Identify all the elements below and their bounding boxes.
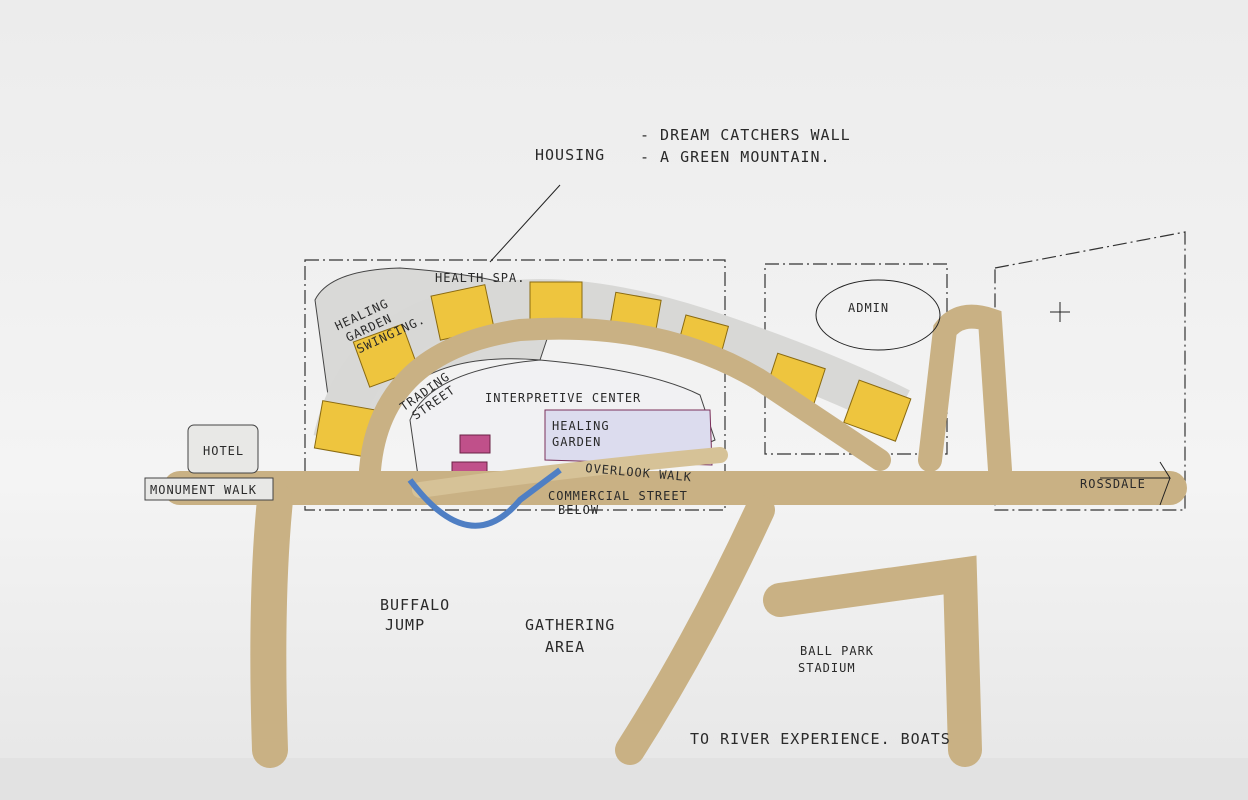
arrow-icon	[1100, 461, 1171, 506]
label-gathering-area: AREA	[545, 638, 585, 656]
floor	[0, 758, 1248, 800]
label-green-mountain: - A GREEN MOUNTAIN.	[640, 148, 831, 166]
label-healing-garden: GARDEN	[552, 435, 601, 449]
label-buffalo-jump: BUFFALO	[380, 596, 450, 614]
leader-line	[489, 184, 561, 263]
hotel-block	[187, 424, 259, 474]
label-housing: HOUSING	[535, 146, 605, 164]
pink-block	[459, 434, 491, 454]
label-gathering-area: GATHERING	[525, 616, 615, 634]
label-interpretive-center: INTERPRETIVE CENTER	[485, 391, 641, 405]
label-rossdale: ROSSDALE	[1080, 477, 1146, 491]
label-river: TO RIVER EXPERIENCE. BOATS	[690, 730, 951, 748]
admin-outline	[815, 279, 941, 351]
label-commercial-street: COMMERCIAL STREET	[548, 489, 688, 503]
label-ballpark: STADIUM	[798, 661, 856, 675]
label-commercial-street: BELOW	[558, 503, 599, 517]
label-health-spa: HEALTH SPA.	[435, 271, 525, 285]
model-structure	[163, 304, 1187, 768]
monument-walk-strip	[144, 477, 274, 501]
label-monument-walk: MONUMENT WALK	[150, 483, 257, 497]
label-admin: ADMIN	[848, 301, 889, 315]
blue-wires	[407, 467, 562, 529]
label-dream-catchers: - DREAM CATCHERS WALL	[640, 126, 851, 144]
label-hotel: HOTEL	[203, 444, 244, 458]
label-buffalo-jump: JUMP	[385, 616, 425, 634]
label-healing-garden: HEALING	[552, 419, 610, 433]
label-ballpark: BALL PARK	[800, 644, 874, 658]
healing-garden-area	[544, 409, 713, 466]
